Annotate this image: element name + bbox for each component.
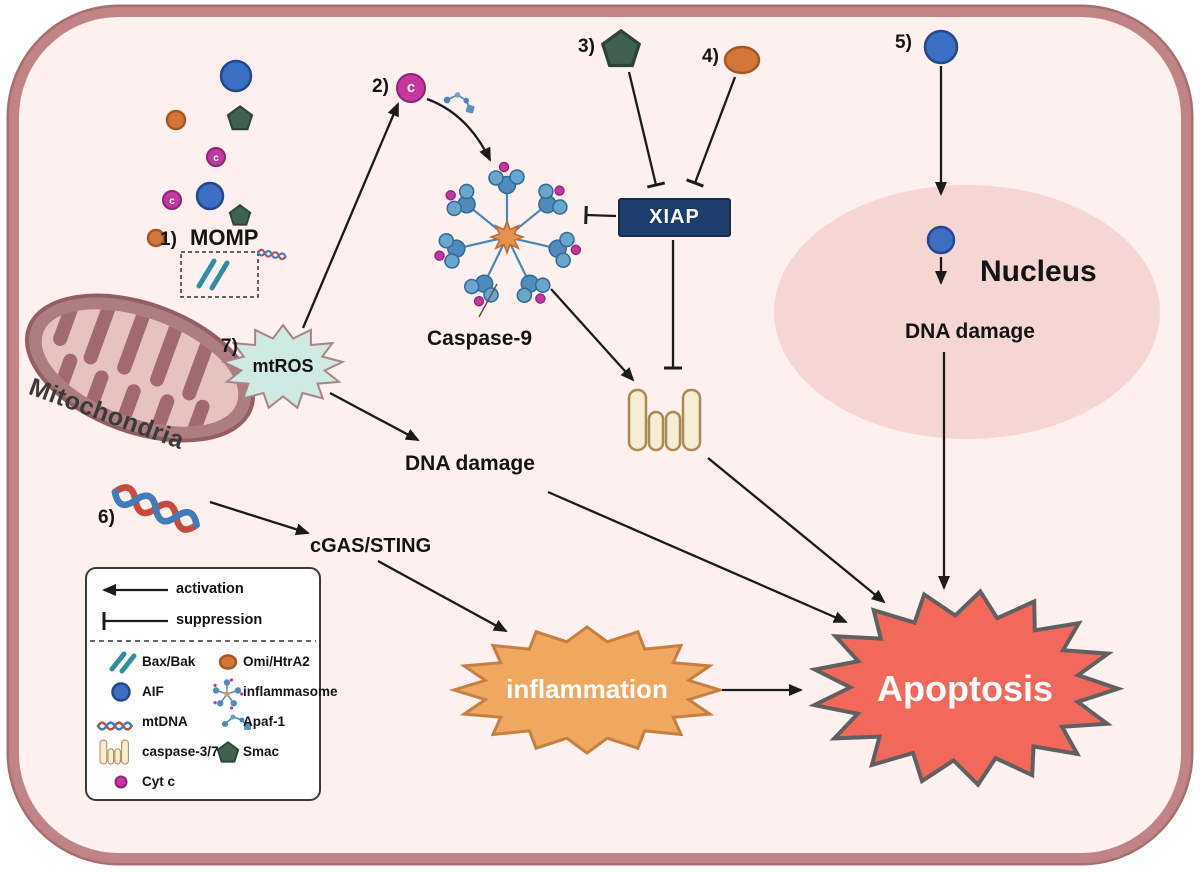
cytc-letter: c bbox=[406, 79, 416, 96]
legend-suppression-label: suppression bbox=[176, 612, 263, 628]
arrow-mtros-to-dna-damage bbox=[329, 391, 420, 442]
step-2: 2) bbox=[372, 76, 389, 97]
step-6: 6) bbox=[98, 507, 115, 528]
aif-molecule bbox=[923, 29, 959, 65]
omi-molecule bbox=[146, 228, 166, 248]
legend-item-omi: Omi/HtrA2 bbox=[243, 654, 310, 669]
cytc-molecule bbox=[206, 147, 226, 167]
nucleus-label: Nucleus bbox=[980, 255, 1097, 288]
momp-label: MOMP bbox=[190, 225, 259, 250]
step-1: 1) bbox=[160, 229, 177, 250]
bax-bak-icon bbox=[109, 651, 137, 674]
aif-in-nucleus bbox=[926, 225, 956, 255]
omi-molecule bbox=[165, 109, 187, 131]
apoptosis-burst bbox=[808, 588, 1125, 788]
legend-item-cytc: Cyt c bbox=[142, 774, 176, 789]
arrow-mtdna-to-cgas bbox=[209, 500, 310, 536]
step-4: 4) bbox=[702, 46, 719, 67]
arrow-momp-to-cytc bbox=[301, 102, 400, 329]
arrow-cgas-to-inflammation bbox=[377, 559, 508, 633]
tbar-omi-to-xiap bbox=[686, 76, 737, 188]
cytc-molecule bbox=[162, 190, 182, 210]
caspase9-label: Caspase-9 bbox=[427, 327, 533, 350]
legend-activation-label: activation bbox=[176, 581, 244, 597]
dna-damage-cytosol-label: DNA damage bbox=[405, 452, 535, 475]
arrow-caspase37-to-apoptosis bbox=[707, 457, 886, 604]
legend-item-inflammasome: inflammasome bbox=[243, 684, 338, 699]
legend-item-bax-bak: Bax/Bak bbox=[142, 654, 196, 669]
step-3: 3) bbox=[578, 36, 595, 57]
aif-molecule bbox=[195, 181, 225, 211]
mtros-label: mtROS bbox=[252, 356, 314, 376]
cytc-icon bbox=[114, 775, 128, 789]
aif-molecule bbox=[219, 59, 253, 93]
inflammation-label: inflammation bbox=[506, 674, 668, 704]
aif-icon bbox=[111, 682, 131, 702]
inflammation-burst bbox=[448, 625, 726, 755]
cytc-released bbox=[396, 73, 426, 103]
tbar-xiap-to-apoptosome bbox=[584, 205, 617, 225]
mitochondria-shape bbox=[24, 285, 256, 451]
legend-item-apaf1: Apaf-1 bbox=[243, 714, 286, 729]
omi-icon bbox=[218, 654, 238, 670]
cytc-letter: c bbox=[213, 153, 219, 164]
legend-item-smac: Smac bbox=[243, 744, 280, 759]
xiap-box: XIAP bbox=[618, 198, 731, 237]
dna-damage-nucleus-label: DNA damage bbox=[905, 320, 1035, 343]
arrow-cytc-to-apoptosome bbox=[426, 97, 492, 162]
step-7: 7) bbox=[221, 336, 238, 357]
legend-item-caspase37: caspase-3/7 bbox=[142, 744, 219, 759]
step-5: 5) bbox=[895, 32, 912, 53]
bax-bak-icon bbox=[196, 258, 230, 291]
nucleus-shape bbox=[774, 185, 1160, 439]
legend-item-mtdna: mtDNA bbox=[142, 714, 188, 729]
apoptosome bbox=[429, 161, 585, 314]
cytc-letter: c bbox=[169, 196, 175, 207]
tbar-smac-to-xiap bbox=[627, 71, 666, 189]
legend-box bbox=[85, 567, 321, 801]
omi-molecule bbox=[723, 45, 761, 75]
arrow-dna-damage-to-apoptosis bbox=[547, 490, 848, 624]
mtros-burst bbox=[220, 323, 346, 410]
apoptosis-label: Apoptosis bbox=[877, 668, 1053, 709]
cgas-sting-label: cGAS/STING bbox=[310, 535, 432, 557]
momp-pore-region bbox=[180, 251, 259, 298]
arrow-apoptosome-to-caspase37 bbox=[550, 288, 635, 382]
caspase9-pointer-line bbox=[478, 283, 498, 318]
legend-item-aif: AIF bbox=[142, 684, 164, 699]
